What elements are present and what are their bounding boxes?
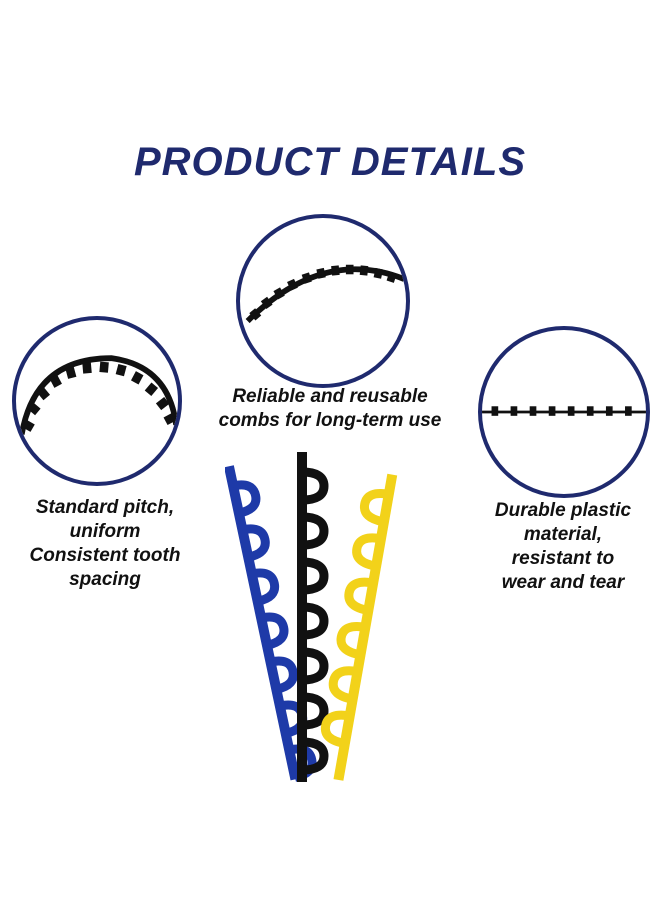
- comb-arc-image: [245, 264, 406, 324]
- caption-line: wear and tear: [501, 572, 625, 593]
- caption-line: Durable plastic: [494, 500, 632, 521]
- caption-line: resistant to: [511, 548, 615, 569]
- caption-line: Standard pitch,: [35, 497, 175, 518]
- feature-caption-reusable: Reliable and reusable combs for long-ter…: [200, 385, 460, 433]
- feature-caption-pitch: Standard pitch, uniform Consistent tooth…: [10, 496, 200, 592]
- comb-circle-image: [18, 355, 178, 435]
- yellow-comb: [320, 473, 398, 781]
- caption-line: spacing: [69, 569, 141, 590]
- caption-line: material,: [523, 524, 603, 545]
- feature-caption-durable: Durable plastic material, resistant to w…: [468, 499, 658, 595]
- caption-line: Reliable and reusable: [232, 386, 428, 407]
- comb-closeup-circular: [12, 316, 182, 486]
- comb-straight-image: [482, 406, 646, 416]
- caption-line: combs for long-term use: [218, 410, 442, 431]
- page-title: PRODUCT DETAILS: [133, 140, 527, 184]
- black-comb: [297, 452, 329, 782]
- caption-line: Consistent tooth: [29, 545, 181, 566]
- binding-combs-illustration: [224, 452, 398, 782]
- caption-line: uniform: [69, 521, 141, 542]
- comb-closeup-curved-top: [236, 214, 410, 388]
- comb-closeup-straight: [478, 326, 650, 498]
- binding-combs-image: [224, 452, 405, 782]
